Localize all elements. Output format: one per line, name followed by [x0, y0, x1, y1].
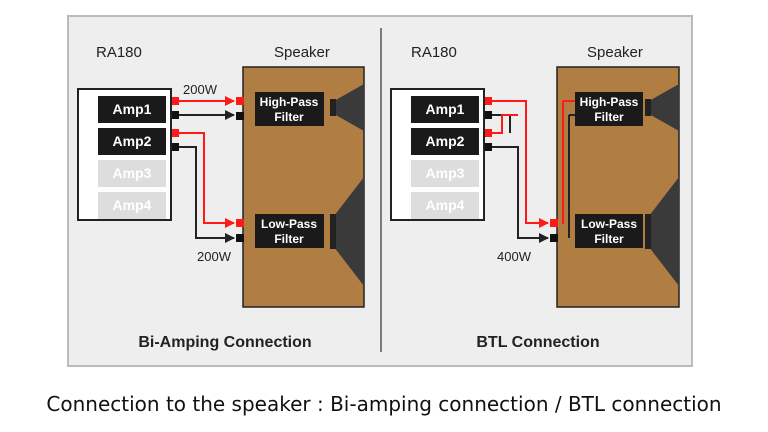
right-hp-filter-line2: Filter	[594, 110, 624, 124]
left-low-pass-filter	[255, 214, 324, 248]
right-lp-filter-line1: Low-Pass	[581, 217, 637, 231]
left-high-pass-filter	[255, 92, 324, 126]
right-amp2-pos-terminal	[485, 129, 492, 137]
left-amp2-pos-terminal	[172, 129, 179, 137]
left-amp4-label: Amp4	[113, 197, 152, 213]
left-section-title: Bi-Amping Connection	[138, 334, 311, 351]
right-high-pass-filter	[575, 92, 643, 126]
left-lp-filter-line1: Low-Pass	[261, 217, 317, 231]
right-lp-neg-terminal	[550, 234, 558, 242]
left-hp-neg-terminal	[236, 112, 244, 120]
right-tweeter-magnet	[645, 99, 651, 116]
right-section-title: BTL Connection	[476, 334, 599, 351]
right-hp-filter-line1: High-Pass	[580, 95, 639, 109]
right-amp2-label: Amp2	[426, 133, 465, 149]
left-hp-pos-terminal	[236, 97, 244, 105]
left-amp3-block	[98, 160, 166, 187]
right-wire-amp1-pos	[492, 100, 549, 228]
right-woofer-cone	[649, 177, 679, 286]
right-low-pass-filter	[575, 214, 643, 248]
right-amp3-block	[411, 160, 479, 187]
right-amp2-neg-terminal	[485, 143, 492, 151]
right-amp4-block	[411, 192, 479, 219]
left-hp-filter-line1: High-Pass	[260, 95, 319, 109]
right-amp1-block	[411, 96, 479, 123]
left-tweeter-magnet	[330, 99, 336, 116]
btl-section: RA180 Speaker Amp1 Amp2 Amp3 Amp4 High-P	[390, 44, 680, 351]
left-amp1-block	[98, 96, 166, 123]
left-power-bottom-label: 200W	[197, 249, 232, 264]
left-woofer-cone	[334, 177, 364, 286]
left-woofer-magnet	[330, 214, 336, 249]
right-amp1-pos-terminal	[485, 97, 492, 105]
right-wire-amp2-pos	[492, 114, 518, 134]
left-amp2-block	[98, 128, 166, 155]
right-amp1-neg-terminal	[485, 111, 492, 119]
left-amp1-neg-terminal	[172, 111, 179, 119]
left-source-label: RA180	[96, 44, 142, 61]
right-amp2-block	[411, 128, 479, 155]
right-speaker-label: Speaker	[587, 44, 643, 61]
left-amp3-label: Amp3	[113, 165, 152, 181]
left-lp-neg-terminal	[236, 234, 244, 242]
right-amp3-label: Amp3	[426, 165, 465, 181]
right-wire-amp2-neg	[492, 146, 549, 243]
left-hp-filter-line2: Filter	[274, 110, 304, 124]
left-tweeter-cone	[334, 84, 364, 131]
left-power-top-label: 200W	[183, 82, 218, 97]
right-lp-filter-line2: Filter	[594, 232, 624, 246]
right-power-label: 400W	[497, 249, 532, 264]
left-wire-amp2-pos	[179, 132, 235, 228]
right-woofer-magnet	[645, 214, 651, 249]
left-amp2-label: Amp2	[113, 133, 152, 149]
right-amp4-label: Amp4	[426, 197, 465, 213]
left-wire-amp2-neg	[179, 146, 235, 243]
left-speaker-label: Speaker	[274, 44, 330, 61]
left-amp4-block	[98, 192, 166, 219]
left-amp1-label: Amp1	[113, 101, 152, 117]
figure-caption: Connection to the speaker : Bi-amping co…	[46, 392, 722, 416]
bi-amping-section: RA180 Speaker Amp1 Amp2 Amp3 Amp4 High-P…	[77, 44, 365, 351]
left-amp1-pos-terminal	[172, 97, 179, 105]
left-lp-filter-line2: Filter	[274, 232, 304, 246]
right-lp-pos-terminal	[550, 219, 558, 227]
right-tweeter-cone	[649, 84, 679, 131]
left-amp2-neg-terminal	[172, 143, 179, 151]
right-source-label: RA180	[411, 44, 457, 61]
right-amp1-label: Amp1	[426, 101, 465, 117]
left-lp-pos-terminal	[236, 219, 244, 227]
